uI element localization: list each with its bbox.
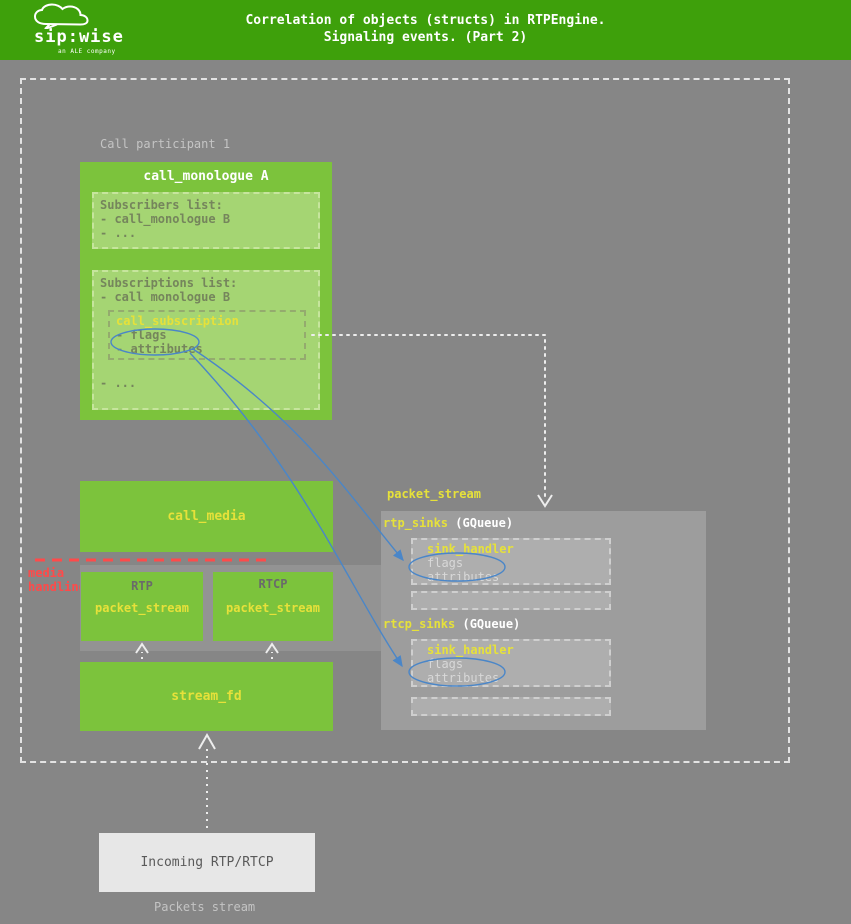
- sink-handler-title: sink_handler: [427, 643, 514, 657]
- rtp-sinks-label: rtp_sinks: [383, 516, 449, 530]
- packets-stream-label: Packets stream: [154, 900, 256, 914]
- rtcp-sinks-type: (GQueue): [462, 617, 521, 631]
- rtcp-sinks-label: rtcp_sinks: [383, 617, 456, 631]
- subscribers-item: - ...: [100, 226, 137, 240]
- page-title-line1: Correlation of objects (structs) in RTPE…: [245, 13, 606, 28]
- sink-handler-attributes: attributes: [427, 671, 500, 685]
- call-participant-label: Call participant 1: [100, 137, 231, 151]
- rtcp-sink-empty-slot: [411, 697, 611, 716]
- logo-tagline-text: an ALE company: [58, 48, 116, 55]
- sink-handler-attributes: attributes: [427, 570, 500, 584]
- sipwise-logo: sip:wise an ALE company: [32, 3, 132, 59]
- subscriptions-list-box: Subscriptions list: - call monologue B c…: [92, 270, 320, 410]
- packet-stream-panel-title: packet_stream: [387, 487, 481, 501]
- sink-handler-title: sink_handler: [427, 542, 514, 556]
- stream-fd-box: stream_fd: [80, 662, 333, 731]
- rtcp-label: RTCP: [258, 577, 288, 591]
- rtp-sink-handler-box: sink_handler flags attributes: [411, 538, 611, 585]
- rtp-sink-empty-slot: [411, 591, 611, 610]
- subscribers-heading: Subscribers list:: [100, 198, 223, 212]
- incoming-rtp-rtcp-box: Incoming RTP/RTCP: [99, 833, 315, 892]
- logo-brand-text: sip:wise: [34, 27, 124, 47]
- sink-handler-flags: flags: [427, 657, 464, 671]
- page-title-line2: Signaling events. (Part 2): [323, 30, 528, 45]
- rtp-packet-stream-title: packet_stream: [95, 601, 189, 615]
- call-media-box: call_media: [80, 481, 333, 552]
- page-title: Correlation of objects (structs) in RTPE…: [0, 12, 851, 46]
- subscriptions-heading: Subscriptions list:: [100, 276, 238, 290]
- call-media-title: call_media: [167, 509, 246, 524]
- header-bar: sip:wise an ALE company Correlation of o…: [0, 0, 851, 60]
- subscribers-item: - call_monologue B: [100, 212, 231, 226]
- subscriptions-item: - ...: [100, 376, 137, 390]
- packet-stream-panel: rtp_sinks (GQueue) sink_handler flags at…: [381, 511, 706, 730]
- rtp-label: RTP: [131, 579, 153, 593]
- subscriptions-item: - call monologue B: [100, 290, 231, 304]
- media-handling-line2: handling: [28, 580, 86, 594]
- call-monologue-box: call_monologue A Subscribers list: - cal…: [80, 162, 332, 420]
- rtcp-packet-stream-title: packet_stream: [226, 601, 320, 615]
- call-boundary-frame: [20, 78, 790, 763]
- sink-handler-flags: flags: [427, 556, 464, 570]
- call-subscription-box: call_subscription - flags - attributes: [108, 310, 306, 360]
- call-subscription-title: call_subscription: [116, 314, 239, 328]
- stream-fd-title: stream_fd: [171, 689, 242, 704]
- rtcp-packet-stream-box: RTCP packet_stream: [213, 572, 333, 641]
- incoming-rtp-rtcp-title: Incoming RTP/RTCP: [140, 855, 274, 870]
- media-handling-line1: media: [28, 566, 65, 580]
- rtp-sinks-row: rtp_sinks (GQueue): [383, 516, 513, 530]
- rtcp-sink-handler-box: sink_handler flags attributes: [411, 639, 611, 687]
- rtp-sinks-type: (GQueue): [455, 516, 514, 530]
- call-monologue-title: call_monologue A: [143, 169, 269, 184]
- subscription-attributes: - attributes: [116, 342, 203, 356]
- subscription-flags: - flags: [116, 328, 167, 342]
- rtcp-sinks-row: rtcp_sinks (GQueue): [383, 617, 520, 631]
- subscribers-list-box: Subscribers list: - call_monologue B - .…: [92, 192, 320, 249]
- media-handling-label: media handling: [28, 566, 86, 594]
- rtp-packet-stream-box: RTP packet_stream: [81, 572, 203, 641]
